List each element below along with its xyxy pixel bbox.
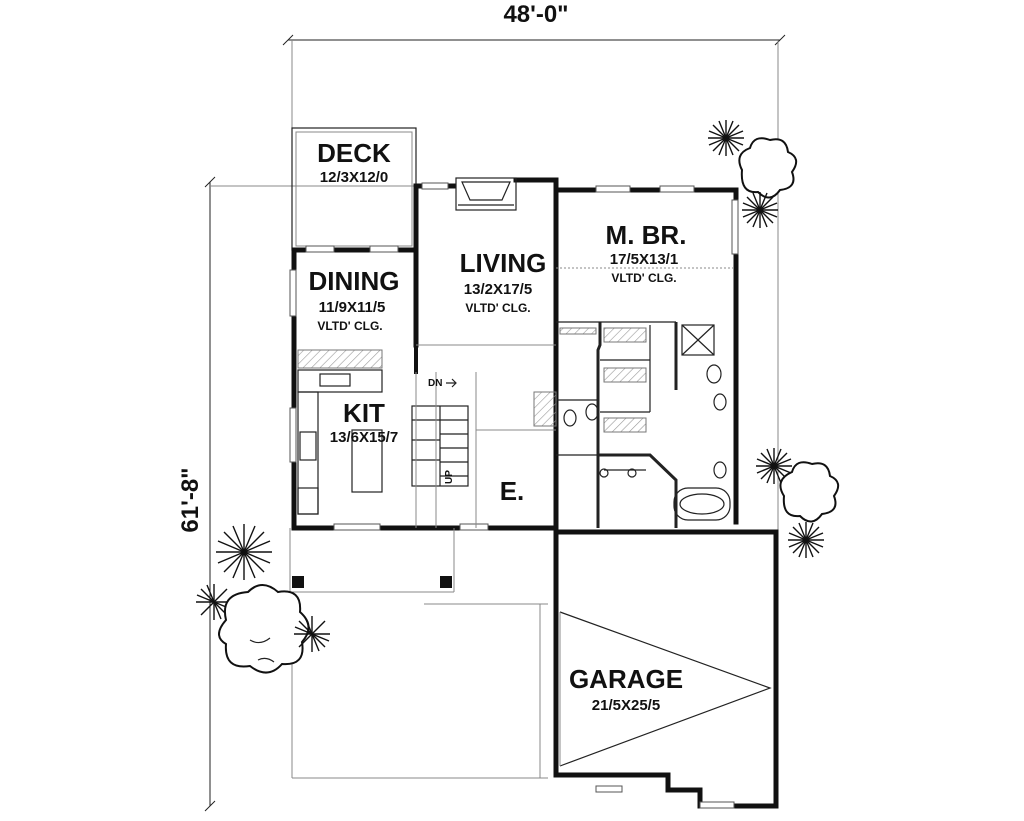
living-size: 13/2X17/5: [464, 281, 532, 298]
depth-dimension: 61'-8": [177, 176, 420, 812]
room-kitchen: KIT 13/6X15/7: [330, 398, 398, 446]
room-living: LIVING 13/2X17/5 VLTD' CLG.: [460, 248, 547, 315]
closet-shelving: [297, 327, 647, 433]
overall-depth-label: 61'-8": [177, 467, 204, 532]
tree-left: [196, 524, 330, 674]
dining-name: DINING: [309, 266, 400, 296]
kit-name: KIT: [343, 398, 385, 428]
room-garage: GARAGE 21/5X25/5: [569, 664, 683, 714]
garage-door-outline: [559, 611, 772, 767]
tree-top-right: [708, 120, 798, 228]
room-dining: DINING 11/9X11/5 VLTD' CLG.: [309, 266, 400, 333]
kitchen-fixtures: [297, 369, 383, 515]
living-name: LIVING: [460, 248, 547, 278]
stair-down-label: DN: [428, 378, 442, 389]
tree-right: [756, 448, 840, 558]
room-entry: E.: [500, 476, 525, 506]
front-porch: [289, 528, 548, 779]
entry-name: E.: [500, 476, 525, 506]
overall-width-label: 48'-0": [503, 1, 568, 28]
room-master-bedroom: M. BR. 17/5X13/1 VLTD' CLG.: [606, 220, 687, 285]
windows: [289, 182, 739, 809]
staircase: DN UP: [411, 372, 556, 528]
mbr-name: M. BR.: [606, 220, 687, 250]
kit-size: 13/6X15/7: [330, 429, 398, 446]
garage-size: 21/5X25/5: [592, 697, 660, 714]
deck-size: 12/3X12/0: [320, 169, 388, 186]
garage-name: GARAGE: [569, 664, 683, 694]
room-deck: DECK 12/3X12/0: [317, 138, 391, 186]
mbr-size: 17/5X13/1: [610, 251, 678, 268]
dining-size: 11/9X11/5: [319, 299, 386, 316]
stair-up-label: UP: [444, 470, 455, 484]
dining-ceiling-note: VLTD' CLG.: [317, 319, 382, 333]
deck-name: DECK: [317, 138, 391, 168]
interior-walls: [414, 267, 736, 528]
living-ceiling-note: VLTD' CLG.: [465, 301, 530, 315]
mbr-ceiling-note: VLTD' CLG.: [611, 271, 676, 285]
fireplace: [455, 177, 517, 211]
